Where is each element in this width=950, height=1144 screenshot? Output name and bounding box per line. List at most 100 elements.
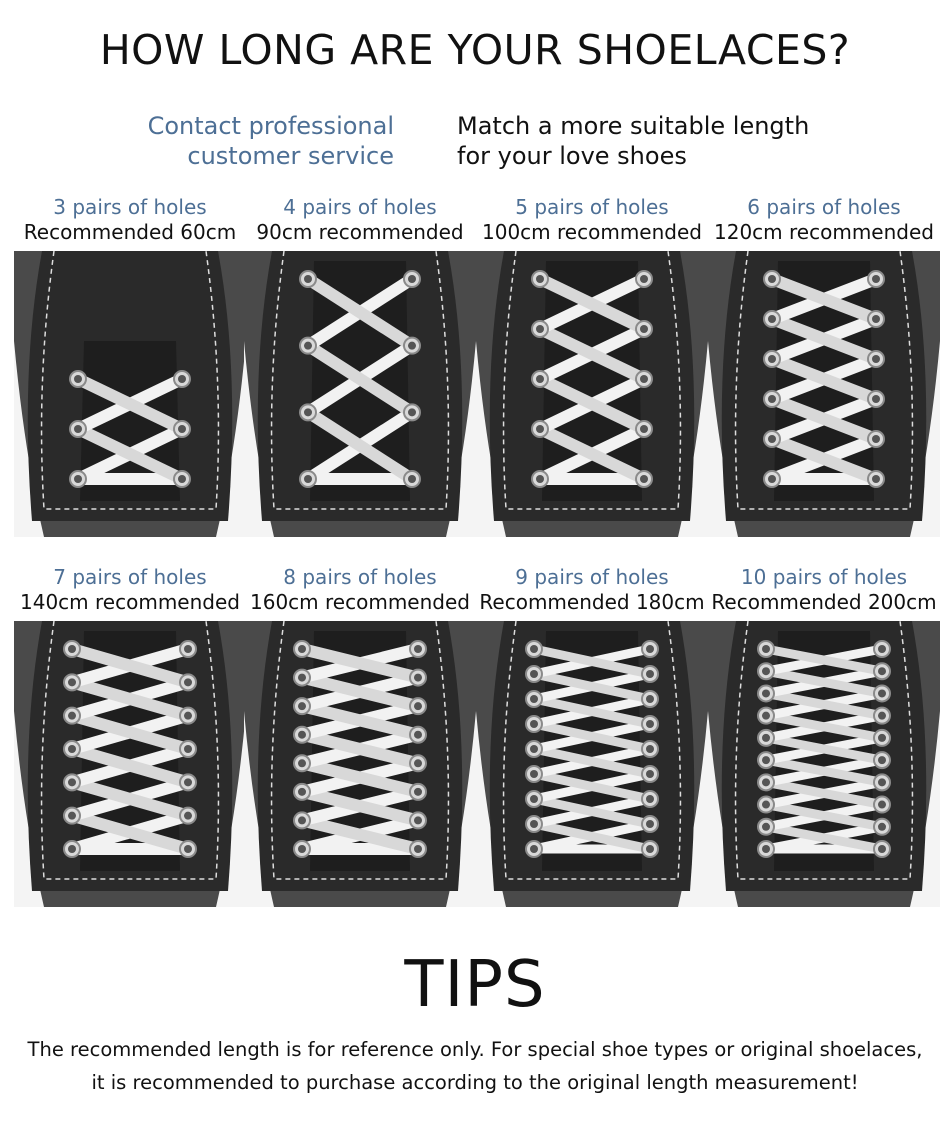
eyelet-hole (762, 733, 770, 742)
eyelet-hole (762, 756, 770, 765)
eyelet-hole (178, 425, 186, 433)
eyelet-hole (530, 720, 538, 728)
eyelet-hole (304, 275, 312, 283)
eyelet-hole (408, 408, 416, 417)
lace-cross (533, 744, 651, 779)
eyelet-hole (768, 475, 776, 483)
eyelet-hole (878, 667, 886, 676)
page-title: HOW LONG ARE YOUR SHOELACES? (99, 26, 851, 74)
shoe-lacing-image (476, 621, 708, 907)
eyelet-hole (74, 425, 82, 433)
lace-cross (537, 323, 647, 385)
shoe-lacing-image (14, 621, 246, 907)
pairs-label: 5 pairs of holes (515, 195, 669, 219)
shoe-stitching (40, 251, 220, 510)
eyelet-hole (872, 315, 880, 323)
shoe-stitching (502, 621, 682, 880)
eyelet-hole (298, 759, 306, 768)
lace-cross (300, 757, 420, 798)
contact-customer-service-link[interactable]: Contact professional customer service (100, 111, 394, 171)
eyelet-hole (408, 475, 416, 483)
lace-cross (300, 700, 420, 741)
contact-line-2: customer service (187, 142, 394, 170)
shoe-lacing-image (708, 621, 940, 907)
shoe-stitching (270, 251, 450, 510)
recommended-length: 90cm recommended (256, 220, 464, 244)
eyelet-hole (872, 395, 880, 403)
eyelet-hole (408, 341, 416, 350)
eyelet-hole (184, 711, 192, 720)
lace-cross (70, 776, 190, 822)
eyelet-hole (646, 845, 654, 853)
lace-cross (70, 709, 190, 755)
eyelet-hole (640, 275, 648, 283)
eyelet-hole (878, 733, 886, 742)
eyelet-hole (762, 645, 770, 653)
lace-cross (769, 353, 879, 405)
lace-cross (75, 373, 185, 435)
shoe-svg (244, 621, 476, 907)
lace-cross (765, 689, 883, 721)
eyelet-hole (530, 770, 538, 778)
eyelet-hole (536, 375, 544, 383)
eyelet-hole (646, 770, 654, 778)
eyelet-hole (184, 778, 192, 787)
eyelet-hole (530, 645, 538, 653)
lace-cross (75, 423, 185, 485)
eyelet-hole (298, 845, 306, 853)
eyelet-hole (414, 759, 422, 768)
lace-cross (765, 644, 883, 676)
pairs-label: 8 pairs of holes (283, 565, 437, 589)
shoe-svg (14, 621, 246, 907)
eyelet-hole (762, 689, 770, 698)
recommended-length: Recommended 180cm (479, 590, 705, 614)
eyelet-hole (68, 711, 76, 720)
eyelet-hole (768, 315, 776, 323)
lace-cross (300, 671, 420, 712)
eyelet-hole (646, 645, 654, 653)
lace-cross (769, 393, 879, 445)
eyelet-hole (762, 845, 770, 853)
eyelet-hole (878, 756, 886, 765)
eyelet-hole (184, 678, 192, 687)
eyelet-hole (530, 670, 538, 678)
shoe-svg (476, 621, 708, 907)
lace-cross (765, 777, 883, 809)
recommended-length: Recommended 60cm (23, 220, 237, 244)
lace-cross (300, 643, 420, 684)
eyelet-hole (74, 375, 82, 383)
shoe-lacing-image (14, 251, 246, 537)
match-line-1: Match a more suitable length (457, 112, 810, 140)
eyelet-hole (184, 845, 192, 853)
eyelet-hole (878, 800, 886, 809)
recommended-length: 100cm recommended (482, 220, 702, 244)
eyelet-hole (530, 795, 538, 803)
match-line-2: for your love shoes (457, 142, 687, 170)
eyelet-hole (414, 645, 422, 653)
eyelet-hole (414, 845, 422, 853)
lace-cross (533, 719, 651, 754)
lace-cross (765, 666, 883, 698)
lace-cross (304, 407, 416, 485)
eyelet-hole (304, 341, 312, 350)
lace-cross (533, 644, 651, 679)
lace-cross (533, 669, 651, 704)
eyelet-hole (646, 720, 654, 728)
contact-line-1: Contact professional (147, 112, 394, 140)
eyelet-hole (872, 275, 880, 283)
lace-cross (304, 273, 416, 351)
tips-note: The recommended length is for reference … (0, 1033, 950, 1099)
pairs-label: 9 pairs of holes (515, 565, 669, 589)
lace-cross (300, 728, 420, 770)
eyelet-hole (298, 645, 306, 653)
eyelet-hole (640, 475, 648, 483)
eyelet-hole (184, 645, 192, 653)
match-tagline: Match a more suitable length for your lo… (457, 111, 877, 171)
pairs-label: 3 pairs of holes (53, 195, 207, 219)
shoe-stitching (502, 251, 682, 510)
pairs-label: 4 pairs of holes (283, 195, 437, 219)
lace-cross (765, 733, 883, 765)
lace-cross (537, 373, 647, 435)
lace-cross (70, 809, 190, 855)
lace-cross (300, 814, 420, 855)
